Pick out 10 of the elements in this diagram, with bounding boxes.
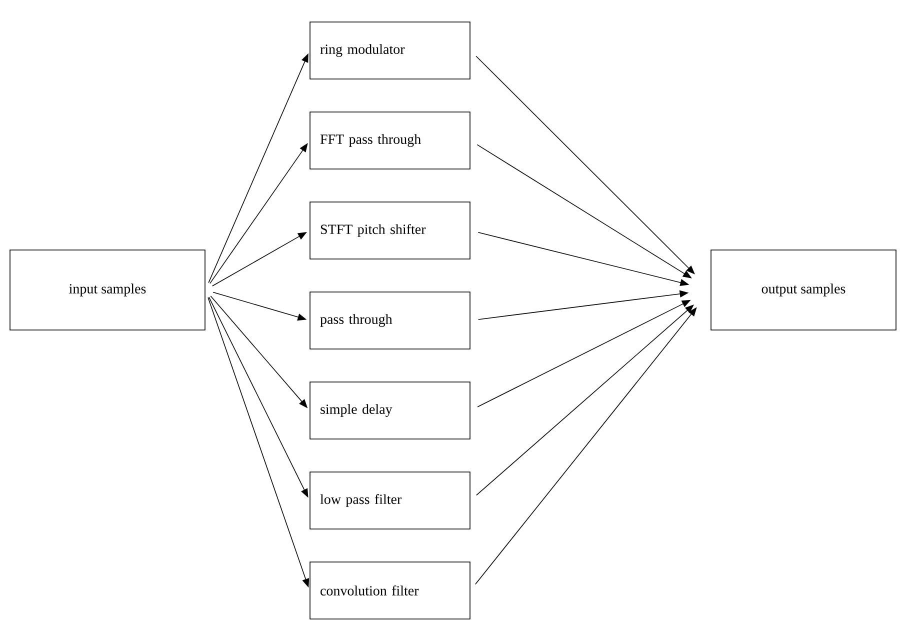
process-box: output samples bbox=[710, 250, 896, 330]
process-box: low pass filter bbox=[310, 472, 470, 530]
process-box: input samples bbox=[10, 250, 206, 330]
process-box: simple delay bbox=[310, 382, 470, 440]
process-box: convolution filter bbox=[310, 562, 470, 620]
process-box: pass through bbox=[310, 292, 470, 350]
process-box: ring modulator bbox=[310, 22, 470, 80]
process-box: STFT pitch shifter bbox=[310, 202, 470, 260]
process-box: FFT pass through bbox=[310, 112, 470, 170]
arrow bbox=[476, 56, 695, 274]
